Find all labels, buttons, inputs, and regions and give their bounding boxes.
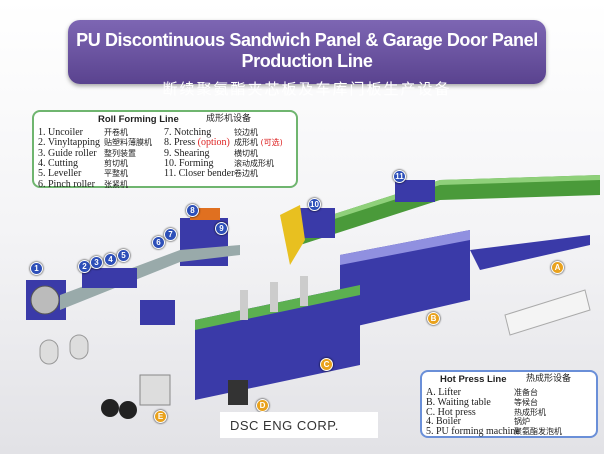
- item-label-zh: 卷边机: [234, 168, 258, 180]
- finished-panels: [504, 289, 591, 336]
- title-banner: PU Discontinuous Sandwich Panel & Garage…: [68, 20, 546, 98]
- item-label-zh: 开卷机: [104, 127, 128, 139]
- marker-6: 6: [152, 236, 165, 249]
- legend-item: 4. Cutting: [38, 158, 78, 170]
- item-label-zh: 贴塑料薄膜机: [104, 137, 152, 149]
- item-zh: 横切机: [234, 148, 258, 158]
- coil-1: [69, 334, 89, 360]
- marker-8: 8: [186, 204, 199, 217]
- item-label: 9. Shearing: [164, 147, 210, 159]
- marker-c: C: [320, 358, 333, 371]
- legend-item: 5. PU forming machine: [426, 426, 520, 438]
- legend-item: 8. Press (option): [164, 137, 230, 149]
- marker-d: D: [256, 399, 269, 412]
- legend-title: Hot Press Line: [440, 374, 507, 385]
- line-strip: [60, 245, 240, 310]
- company-label: DSC ENG CORP.: [220, 412, 378, 438]
- marker-9: 9: [215, 222, 228, 235]
- marker-3: 3: [90, 256, 103, 269]
- item-label-zh: 剪切机: [104, 158, 128, 170]
- item-label-zh: 铰边机: [234, 127, 258, 139]
- item-label: 5. Leveller: [38, 168, 82, 180]
- lifter: [470, 235, 590, 270]
- marker-7: 7: [164, 228, 177, 241]
- item-zh: 剪切机: [104, 158, 128, 168]
- marker-2: 2: [78, 260, 91, 273]
- legend-item: B. Waiting table: [426, 396, 491, 408]
- boiler: [228, 380, 248, 405]
- legend-item: 4. Boiler: [426, 416, 461, 428]
- item-zh: 整列装置: [104, 148, 136, 158]
- item-label: 1. Uncoiler: [38, 127, 83, 138]
- conveyor-upper: [300, 175, 600, 245]
- marker-b: B: [427, 312, 440, 325]
- legend-item: 11. Closer bender: [164, 168, 234, 180]
- item-label-zh: 准备台: [514, 388, 538, 397]
- item-label-zh: 滚动成形机: [234, 158, 274, 170]
- stairs: [280, 205, 305, 265]
- item-label: 7. Notching: [164, 127, 212, 138]
- item-note: (option): [197, 137, 230, 149]
- item-zh: 滚动成形机: [234, 158, 274, 168]
- marker-10: 10: [308, 198, 321, 211]
- item-label-zh: 锅炉: [514, 417, 530, 427]
- item-zh: 贴塑料薄膜机: [104, 138, 152, 148]
- item-label: 8. Press: [164, 137, 196, 149]
- item-zh-note: (可选): [260, 138, 283, 148]
- legend-item: 5. Leveller: [38, 168, 81, 180]
- marker-5: 5: [117, 249, 130, 262]
- pu-forming-machine: [139, 374, 171, 406]
- item-label: 2. Vinyltapping: [38, 137, 100, 149]
- closer-bender-machine: [395, 180, 435, 202]
- item-label: 6. Pinch roller: [38, 178, 95, 190]
- item-label-zh: 整列装置: [104, 148, 136, 160]
- marker-1: 1: [30, 262, 43, 275]
- legend-item: 6. Pinch roller: [38, 179, 95, 191]
- legend-item: 1. Uncoiler: [38, 127, 83, 139]
- hot-press-legend: Hot Press Line 热成形设备 A. Lifter 准备台 B. Wait…: [420, 370, 598, 438]
- item-zh: 开卷机: [104, 128, 128, 137]
- item-label-zh: 平整机: [104, 168, 128, 180]
- page-title: PU Discontinuous Sandwich Panel & Garage…: [76, 30, 538, 71]
- marker-11: 11: [393, 170, 406, 183]
- item-label-zh: 成形机 (可选): [234, 137, 283, 149]
- legend-item: 2. Vinyltapping: [38, 137, 100, 149]
- legend-item: A. Lifter: [426, 387, 461, 398]
- roll-forming-legend: Roll Forming Line 成形机设备 1. Uncoiler 开卷机 2.…: [32, 110, 298, 191]
- legend-item: 9. Shearing: [164, 148, 210, 160]
- item-label: 4. Cutting: [38, 157, 79, 169]
- item-zh: 平整机: [104, 169, 128, 179]
- legend-title-zh: 热成形设备: [526, 374, 572, 384]
- legend-item: C. Hot press: [426, 406, 476, 418]
- item-label-zh: 等候台: [514, 397, 538, 407]
- marker-4: 4: [104, 253, 117, 266]
- marker-e: E: [154, 410, 167, 423]
- legend-item: 10. Forming: [164, 158, 213, 170]
- legend-item: 3. Guide roller: [38, 148, 97, 160]
- marker-a: A: [551, 261, 564, 274]
- item-zh: 卷边机: [234, 169, 258, 179]
- legend-title-zh: 成形机设备: [206, 114, 252, 124]
- item-label: 11. Closer bender: [164, 168, 235, 180]
- forklift: [140, 300, 175, 325]
- item-zh: 成形机: [234, 138, 258, 148]
- page-subtitle: 断续聚氨酯夹芯板及车库门板生产设备: [162, 80, 452, 98]
- item-zh: 铰边机: [234, 128, 258, 137]
- legend-item: 7. Notching: [164, 127, 211, 139]
- legend-title: Roll Forming Line: [98, 114, 179, 125]
- item-label-zh: 热成形机: [514, 407, 546, 417]
- item-label: 3. Guide roller: [38, 147, 97, 159]
- item-zh: 张紧机: [104, 179, 128, 189]
- item-label-zh: 聚氨酯发泡机: [514, 427, 562, 437]
- item-label: 10. Forming: [164, 157, 214, 169]
- item-label-zh: 张紧机: [104, 179, 128, 191]
- item-label-zh: 横切机: [234, 148, 258, 160]
